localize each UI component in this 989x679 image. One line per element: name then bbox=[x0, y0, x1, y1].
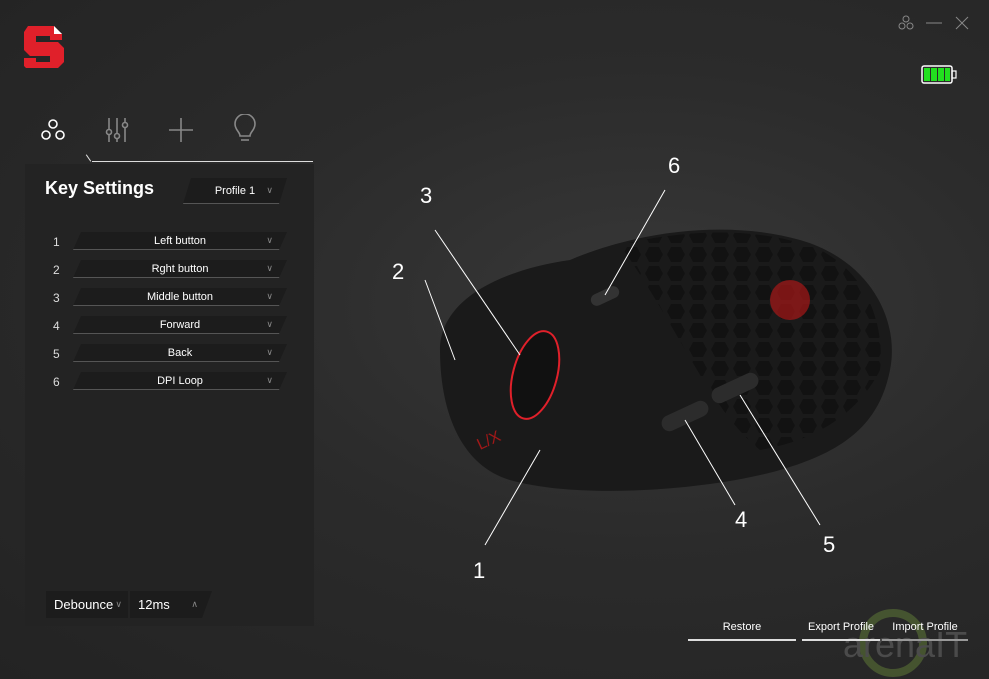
key-action-dropdown[interactable]: Middle button ∨ bbox=[73, 288, 287, 306]
key-action-dropdown[interactable]: Left button ∨ bbox=[73, 232, 287, 250]
svg-text:arenaIT: arenaIT bbox=[843, 624, 967, 665]
callout-3: 3 bbox=[420, 183, 433, 208]
key-action-dropdown[interactable]: Rght button ∨ bbox=[73, 260, 287, 278]
key-row: 4 Forward ∨ bbox=[25, 316, 314, 336]
callout-1: 1 bbox=[473, 558, 486, 583]
callout-5: 5 bbox=[823, 532, 836, 557]
macro-tab[interactable] bbox=[166, 114, 196, 146]
key-number: 6 bbox=[53, 375, 60, 389]
chevron-down-icon: ∨ bbox=[266, 291, 273, 301]
panel-title: Key Settings bbox=[45, 178, 155, 198]
callout-4: 4 bbox=[735, 507, 748, 532]
key-row: 2 Rght button ∨ bbox=[25, 260, 314, 280]
performance-tab[interactable] bbox=[102, 114, 132, 146]
battery-icon bbox=[921, 65, 957, 84]
key-row: 3 Middle button ∨ bbox=[25, 288, 314, 308]
key-number: 4 bbox=[53, 319, 60, 333]
watermark-logo: arenaIT bbox=[843, 609, 967, 677]
import-profile-button[interactable]: Import Profile bbox=[882, 621, 968, 641]
key-number: 5 bbox=[53, 347, 60, 361]
chevron-down-icon: ∨ bbox=[266, 375, 273, 385]
key-action: Middle button bbox=[146, 290, 214, 303]
chevron-up-icon: ∧ bbox=[191, 599, 198, 609]
key-row: 6 DPI Loop ∨ bbox=[25, 372, 314, 392]
debounce-increase[interactable]: 12ms ∧ bbox=[130, 591, 212, 618]
chevron-down-icon: ∨ bbox=[266, 235, 273, 245]
restore-button[interactable]: Restore bbox=[688, 621, 796, 641]
callout-6: 6 bbox=[668, 153, 681, 178]
chevron-down-icon: ∨ bbox=[266, 319, 273, 329]
debounce-decrease[interactable]: Debounce∨ bbox=[46, 591, 128, 618]
tab-underline bbox=[92, 161, 313, 162]
chevron-down-icon: ∨ bbox=[266, 347, 273, 357]
close-icon[interactable] bbox=[953, 14, 971, 32]
export-profile-button[interactable]: Export Profile bbox=[802, 621, 880, 641]
profile-value: Profile 1 bbox=[214, 184, 256, 197]
key-number: 2 bbox=[53, 263, 60, 277]
debounce-control: Debounce∨ 12ms ∧ bbox=[46, 591, 212, 618]
key-action-dropdown[interactable]: Forward ∨ bbox=[73, 316, 287, 334]
key-action: DPI Loop bbox=[157, 374, 203, 387]
key-action: Back bbox=[167, 346, 193, 359]
key-action: Left button bbox=[154, 234, 206, 247]
debounce-label: Debounce bbox=[54, 597, 114, 612]
key-action-dropdown[interactable]: DPI Loop ∨ bbox=[73, 372, 287, 390]
key-number: 3 bbox=[53, 291, 60, 305]
key-settings-tab[interactable] bbox=[38, 114, 68, 146]
chevron-down-icon: ∨ bbox=[266, 185, 273, 195]
key-action: Forward bbox=[159, 318, 201, 331]
key-number: 1 bbox=[53, 235, 60, 249]
chevron-down-icon: ∨ bbox=[266, 263, 273, 273]
profile-dropdown[interactable]: Profile 1 ∨ bbox=[183, 178, 287, 204]
profiles-icon[interactable] bbox=[897, 14, 915, 32]
key-row: 1 Left button ∨ bbox=[25, 232, 314, 252]
key-action-dropdown[interactable]: Back ∨ bbox=[73, 344, 287, 362]
key-row: 5 Back ∨ bbox=[25, 344, 314, 364]
lighting-tab[interactable] bbox=[230, 113, 260, 146]
callout-2: 2 bbox=[392, 259, 405, 284]
key-action: Rght button bbox=[151, 262, 209, 275]
debounce-value: 12ms bbox=[138, 597, 170, 612]
app-logo bbox=[24, 26, 64, 68]
chevron-down-icon: ∨ bbox=[115, 599, 122, 609]
mouse-image: L/X bbox=[424, 189, 892, 546]
minimize-icon[interactable] bbox=[925, 14, 943, 32]
